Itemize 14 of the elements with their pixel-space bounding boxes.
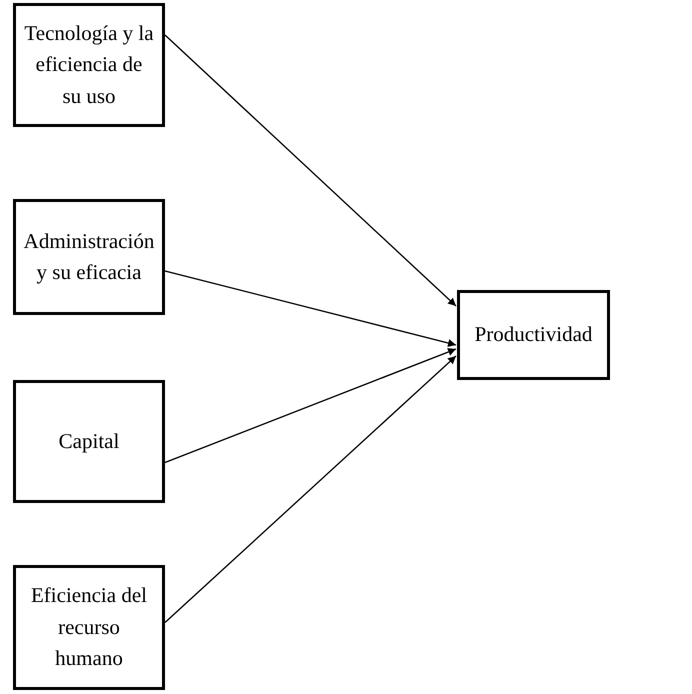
box-label: Capital (58, 428, 120, 455)
arrow (164, 270, 456, 347)
process-box (13, 380, 165, 503)
box-label: Productividad (474, 321, 592, 348)
arrow (164, 356, 456, 623)
box-label: Eficiencia del recurso humano (30, 582, 148, 672)
arrow (164, 348, 456, 464)
box-label: Tecnología y la eficiencia de su uso (24, 20, 154, 110)
process-box (13, 199, 165, 315)
box-label: Administración y su eficacia (24, 228, 154, 286)
process-box (457, 290, 610, 380)
arrow (164, 34, 456, 306)
process-box (13, 565, 165, 690)
process-box (13, 3, 165, 127)
